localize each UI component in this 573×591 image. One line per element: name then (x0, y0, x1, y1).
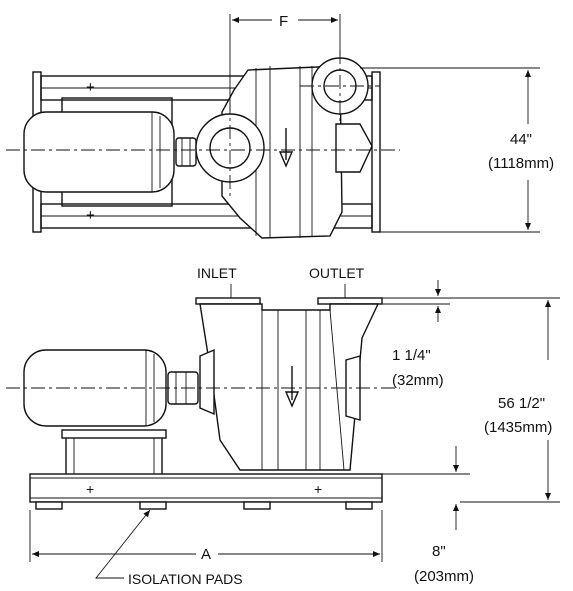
dimension-height-mm: (1435mm) (484, 419, 552, 436)
side-flow-arrow (284, 366, 300, 408)
dimension-height: 56 1/2" (1435mm) (450, 297, 560, 503)
top-base-right-plate (371, 71, 381, 233)
svg-text:+: + (86, 481, 94, 497)
svg-text:+: + (86, 207, 95, 224)
top-motor (23, 111, 175, 193)
isolation-pad-2 (139, 501, 167, 510)
dimension-flange-mm: (32mm) (392, 372, 444, 389)
dimension-f-label: F (279, 13, 288, 30)
isolation-pad-1 (35, 501, 63, 510)
dimension-width-mm: (1118mm) (488, 155, 554, 172)
dimension-a-label: A (201, 546, 211, 563)
isolation-pads-label: ISOLATION PADS (128, 571, 243, 587)
dimension-width: 44" (1118mm) (360, 67, 554, 233)
top-inlet-flange (195, 113, 265, 183)
isolation-pads-callout: ISOLATION PADS (95, 509, 243, 587)
top-coupling (175, 137, 197, 167)
top-view: + + + (6, 50, 400, 239)
outlet-label: OUTLET (309, 265, 365, 281)
side-base-frame (29, 473, 383, 503)
inlet-label: INLET (197, 265, 237, 281)
inlet-flange (195, 297, 261, 305)
isolation-pad-3 (243, 501, 271, 510)
side-view: INLET OUTLET (6, 265, 400, 510)
svg-text:+: + (314, 481, 322, 497)
dimension-base: 8" (203mm) (382, 446, 474, 585)
dimension-f: F (229, 13, 341, 110)
dimension-a: A (29, 510, 383, 563)
svg-text:+: + (86, 79, 95, 96)
outlet-flange (317, 297, 383, 305)
dimension-flange: 1 1/4" (32mm) (382, 280, 450, 389)
top-flow-arrow (278, 128, 294, 168)
dimension-base-in: 8" (432, 543, 446, 560)
motor-pedestal (61, 429, 167, 439)
dimension-base-mm: (203mm) (414, 568, 474, 585)
isolation-pad-4 (345, 501, 373, 510)
dimension-height-in: 56 1/2" (498, 395, 545, 412)
dimension-width-in: 44" (510, 131, 532, 148)
dimension-flange-in: 1 1/4" (392, 347, 431, 364)
